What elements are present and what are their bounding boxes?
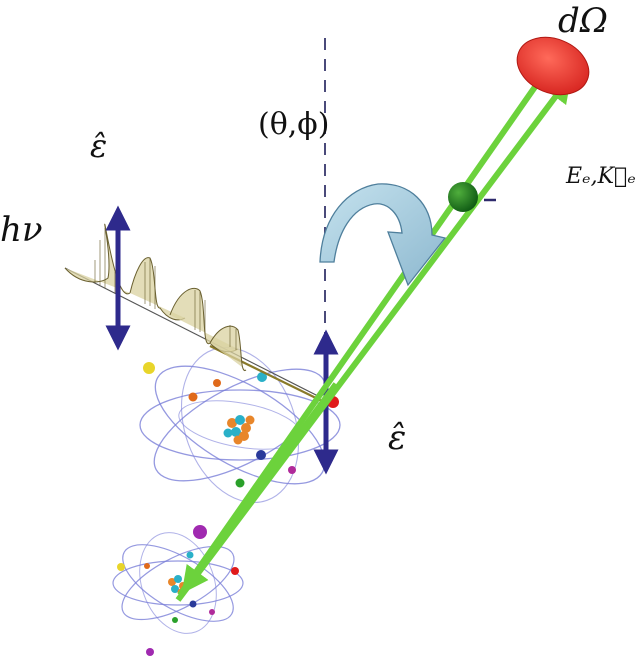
electron-beam-return [181, 382, 339, 594]
rotation-arrow-icon [319, 183, 447, 287]
photon-wave-icon [64, 223, 323, 402]
polarization-label-right: ε̂ [388, 418, 407, 458]
electron-icon [448, 182, 496, 212]
solid-angle-label: dΩ [558, 1, 608, 41]
atom-upper-icon [139, 346, 341, 539]
detector-icon [516, 36, 590, 96]
angles-label: (θ,ϕ) [258, 107, 330, 142]
polarization-label-top: ε̂ [90, 127, 108, 165]
photon-energy-label: hν [0, 210, 43, 250]
electron-energy-label: Eₑ,K⃗ₑ [566, 164, 636, 189]
electron-beam-left [177, 55, 558, 597]
